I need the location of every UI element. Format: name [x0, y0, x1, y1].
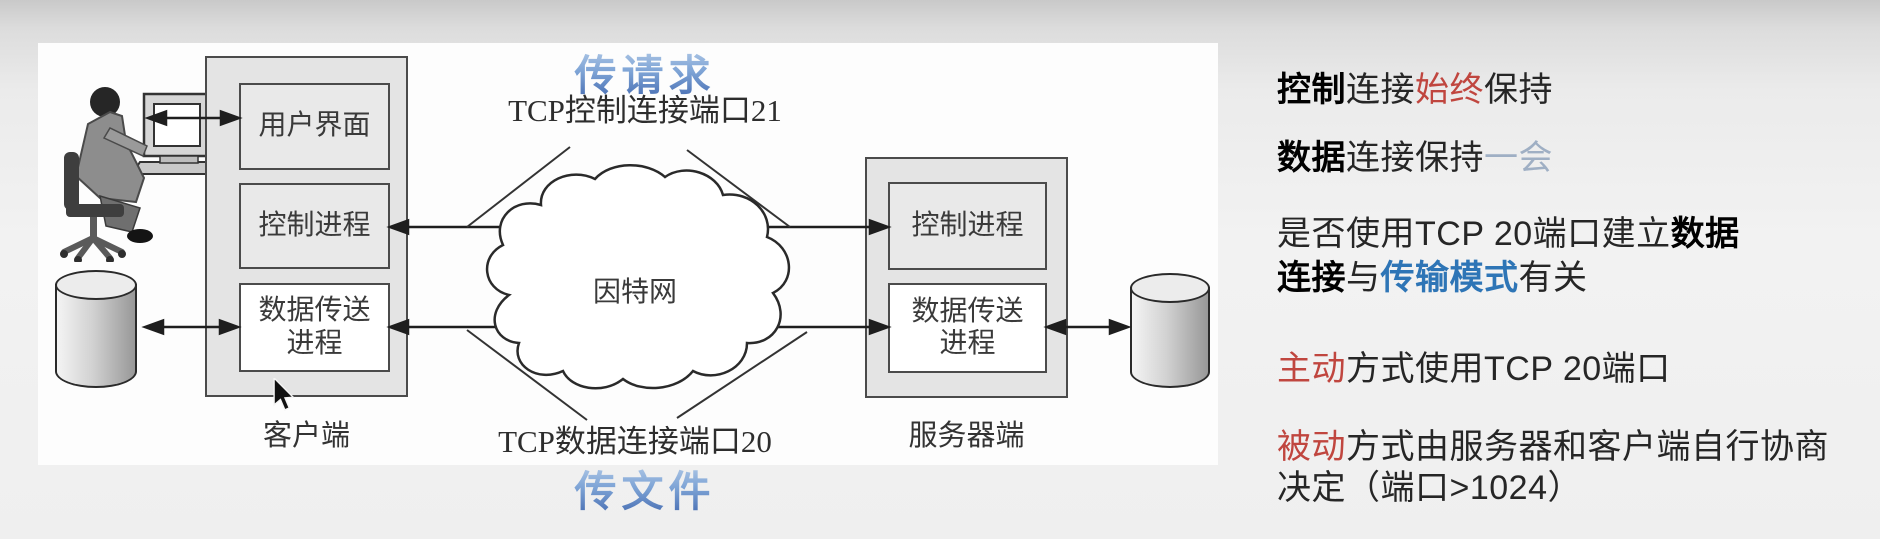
- internet-cloud: [486, 164, 790, 390]
- client-user-interface-box: 用户界面: [239, 83, 390, 170]
- note-active-mode: 主动方式使用TCP 20端口: [1277, 341, 1671, 390]
- client-data-process-box: 数据传送进程: [239, 283, 390, 372]
- client-control-process-box: 控制进程: [239, 183, 390, 269]
- note-passive-mode-line1: 被动方式由服务器和客户端自行协商: [1277, 419, 1829, 468]
- note-segment: 被动: [1277, 428, 1346, 466]
- note-segment: 是否使用TCP 20端口建立: [1277, 215, 1671, 253]
- mouse-cursor-icon: [273, 378, 295, 411]
- data-callout-right-line: [676, 331, 808, 419]
- client-disk-icon: [55, 270, 137, 388]
- note-control-connection: 控制连接始终保持: [1277, 62, 1553, 111]
- note-segment: 决定（端口>1024）: [1277, 469, 1582, 507]
- server-disk-top: [1130, 273, 1210, 303]
- note-segment: 与: [1346, 259, 1381, 297]
- note-segment: 数据: [1670, 215, 1740, 253]
- note-segment: 方式使用TCP 20端口: [1346, 350, 1671, 388]
- server-disk-body: [1130, 287, 1210, 388]
- client-disk-body: [55, 284, 137, 388]
- server-data-process-box: 数据传送进程: [888, 283, 1047, 373]
- note-segment: 保持: [1484, 71, 1553, 109]
- server-data-process-label: 数据传送进程: [911, 295, 1024, 359]
- note-segment: 连接保持: [1346, 139, 1484, 177]
- server-control-process-box: 控制进程: [888, 182, 1047, 270]
- control-callout-left-line: [466, 146, 571, 228]
- note-segment: 一会: [1484, 139, 1553, 177]
- server-control-process-label: 控制进程: [911, 209, 1024, 241]
- client-user-interface-label: 用户界面: [258, 110, 371, 142]
- control-port-label: TCP控制连接端口21: [508, 93, 782, 128]
- note-port20-usage-line1: 是否使用TCP 20端口建立数据: [1277, 206, 1740, 255]
- note-segment: 方式由服务器和客户端自行协商: [1346, 428, 1829, 466]
- note-segment: 连接: [1346, 71, 1415, 109]
- note-segment: 控制: [1277, 71, 1346, 109]
- client-disk-top: [55, 270, 137, 300]
- client-data-process-label: 数据传送进程: [258, 295, 371, 359]
- data-port-label: TCP数据连接端口20: [498, 424, 772, 459]
- flow-top-title: 传请求: [555, 42, 735, 103]
- flow-bottom-title: 传文件: [555, 458, 735, 519]
- server-title: 服务器端: [908, 420, 1025, 452]
- data-callout-left-line: [466, 329, 588, 421]
- control-callout-right-line: [686, 149, 791, 228]
- note-data-connection: 数据连接保持一会: [1277, 130, 1553, 179]
- connections-layer: [141, 109, 1132, 421]
- note-segment: 有关: [1518, 259, 1588, 297]
- note-port20-usage-line2: 连接与传输模式有关: [1277, 250, 1588, 299]
- note-segment: 始终: [1415, 71, 1484, 109]
- note-segment: 传输模式: [1380, 259, 1519, 297]
- internet-label: 因特网: [592, 277, 677, 308]
- person-at-computer-icon: [60, 87, 216, 262]
- note-segment: 主动: [1277, 350, 1346, 388]
- server-disk-icon: [1130, 273, 1210, 388]
- note-segment: 连接: [1277, 259, 1346, 297]
- client-control-process-label: 控制进程: [258, 209, 371, 241]
- client-title: 客户端: [262, 420, 350, 452]
- note-segment: 数据: [1277, 139, 1346, 177]
- note-passive-mode-line2: 决定（端口>1024）: [1277, 460, 1582, 509]
